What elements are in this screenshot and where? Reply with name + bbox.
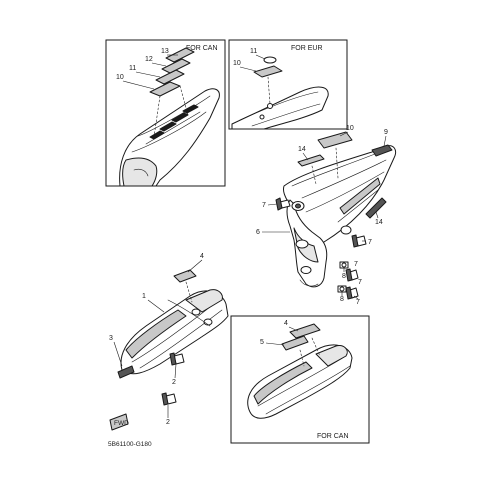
label-rear-9: 9 — [384, 129, 388, 136]
label-eur-10: 10 — [233, 60, 241, 67]
label-rear-14b: 14 — [375, 219, 383, 226]
inset-can-rear-fender — [119, 88, 220, 187]
inset-eur-rear-fender — [231, 86, 329, 130]
inset-front-decal-5 — [281, 335, 309, 351]
part-code: 5B61100-G180 — [108, 441, 152, 448]
inset-eur-rear-frame — [228, 39, 348, 130]
label-front-2b: 2 — [166, 419, 170, 426]
label-front-4: 4 — [200, 253, 204, 260]
decal-13 — [165, 47, 195, 63]
label-12: 12 — [145, 56, 153, 63]
label-rear-10: 10 — [346, 125, 354, 132]
label-eur-11: 11 — [250, 48, 257, 55]
rear-decal-14-upper — [297, 154, 325, 167]
decal-10 — [149, 81, 181, 97]
front-decal-4 — [173, 269, 197, 283]
label-rear-7d: 7 — [358, 279, 362, 286]
inset-can-front-fender — [247, 344, 353, 419]
inset-eur-rear: FOR EUR 11 10 — [228, 39, 348, 130]
label-rear-8a: 8 — [342, 273, 346, 280]
label-11: 11 — [129, 65, 136, 72]
label-rear-6: 6 — [256, 229, 260, 236]
inset-can-front: FOR CAN 4 5 — [230, 315, 370, 444]
inset-can-rear-caption: FOR CAN — [186, 45, 218, 52]
decal-11 — [155, 69, 185, 85]
label-front-2a: 2 — [172, 379, 176, 386]
label-rear-7c: 7 — [354, 261, 358, 268]
label-inset-4: 4 — [284, 320, 288, 327]
inset-can-rear: FOR CAN 13 12 11 — [105, 39, 226, 187]
decal-12 — [161, 58, 191, 74]
rear-decal-10 — [317, 131, 353, 149]
decal-eur-10 — [253, 65, 283, 78]
label-rear-7a: 7 — [262, 202, 266, 209]
fwd-mark: FWD — [109, 413, 129, 431]
inset-front-decal-4 — [289, 323, 321, 339]
inset-can-rear-decals — [149, 47, 195, 138]
label-rear-7b: 7 — [368, 239, 372, 246]
rear-fender-assembly: 10 14 9 7 6 7 14 7 8 7 8 7 — [256, 125, 397, 306]
label-inset-5: 5 — [260, 339, 264, 346]
decal-eur-11 — [263, 56, 277, 64]
front-decal-3 — [117, 365, 135, 379]
front-fender-assembly: FWD 4 1 3 2 2 — [109, 253, 229, 431]
label-10: 10 — [116, 74, 124, 81]
label-rear-14a: 14 — [298, 146, 306, 153]
inset-can-rear-frame — [105, 39, 226, 187]
fwd-text: FWD — [114, 420, 129, 427]
label-13: 13 — [161, 48, 169, 55]
label-rear-8b: 8 — [340, 296, 344, 303]
rear-bolts — [275, 197, 367, 300]
inset-can-front-frame — [230, 315, 370, 444]
inset-eur-rear-caption: FOR EUR — [291, 45, 323, 52]
rear-decal-14-side — [365, 197, 387, 219]
label-front-3: 3 — [109, 335, 113, 342]
label-rear-7e: 7 — [356, 299, 360, 306]
inset-can-front-caption: FOR CAN — [317, 433, 349, 440]
label-front-1: 1 — [142, 293, 146, 300]
front-bolts — [161, 352, 185, 406]
